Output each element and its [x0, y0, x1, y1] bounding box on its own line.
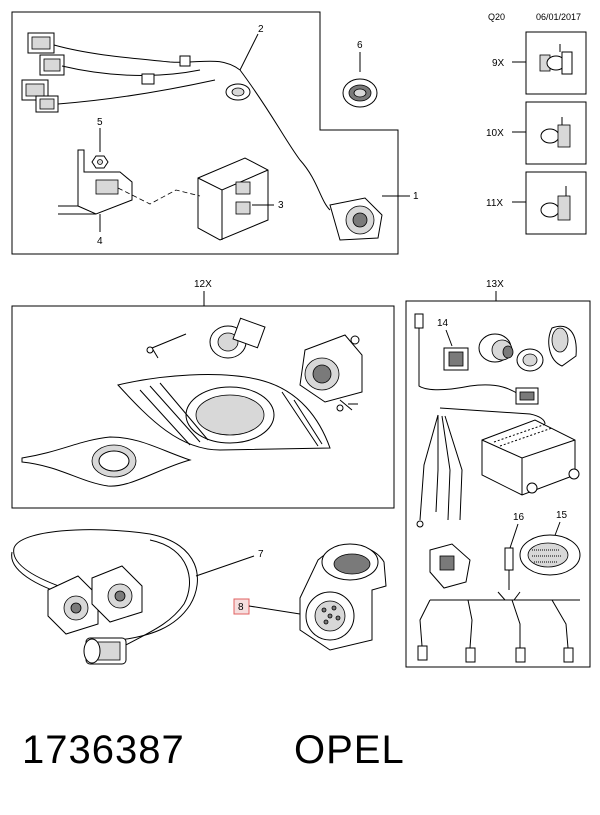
sensor-connector-icon — [443, 347, 469, 371]
bulb-h7-icon — [540, 117, 571, 148]
bulb-holder-icon — [209, 317, 266, 359]
bulb-h11-icon — [540, 186, 571, 221]
nut-icon — [91, 155, 109, 169]
adapter-socket-2-icon — [91, 565, 143, 623]
bulb-box-10x: 10X — [486, 101, 587, 165]
fog-lamp-icon — [299, 334, 363, 412]
callout-8: 8 — [238, 602, 244, 613]
panel-parking-sensor-kit: 13X 14 — [405, 279, 591, 668]
mounting-bracket-icon — [58, 149, 133, 215]
callout-15: 15 — [556, 510, 568, 521]
callout-12x: 12X — [194, 279, 212, 290]
panel-wiring-harness: 2 3 5 4 1 — [11, 11, 419, 255]
callout-10x: 10X — [486, 128, 504, 139]
wire-bracket-icon — [429, 543, 471, 589]
fog-lamp-bezel-icon — [117, 374, 331, 451]
callout-2: 2 — [258, 24, 264, 35]
sensor-holder-icon — [548, 325, 577, 367]
sensor-plug-row-icon — [417, 645, 574, 663]
callout-7: 7 — [258, 549, 264, 560]
control-module-icon — [197, 157, 269, 241]
header-date: 06/01/2017 — [536, 12, 581, 22]
parking-control-unit-icon — [481, 419, 580, 496]
harness-connector-group-icon — [21, 32, 65, 113]
callout-16: 16 — [513, 512, 525, 523]
inline-connector-icon — [504, 547, 514, 590]
callout-1: 1 — [413, 191, 419, 202]
adapter-socket-icon — [47, 575, 99, 635]
trailer-socket-13pin: 8 — [233, 543, 387, 651]
callout-11x: 11X — [486, 198, 503, 209]
fog-lamp-trim-ring-icon — [21, 436, 192, 487]
footer-brand: OPEL — [294, 728, 405, 772]
adapter-cable-assembly: 7 — [11, 529, 264, 665]
bulb-box-11x: 11X — [486, 171, 587, 235]
header-code: Q20 — [488, 12, 505, 22]
callout-3: 3 — [278, 200, 284, 211]
panel-fog-lamp-kit: 12X — [11, 279, 395, 509]
sensor-ring-icon — [516, 348, 544, 372]
callout-4: 4 — [97, 236, 103, 247]
callout-5: 5 — [97, 117, 103, 128]
parking-sensor-icon — [478, 333, 514, 363]
callout-14: 14 — [437, 318, 449, 329]
footer-part-number: 1736387 — [22, 728, 185, 772]
bulb-box-9x: 9X — [492, 31, 587, 95]
callout-13x: 13X — [486, 279, 504, 290]
callout-6: 6 — [357, 40, 363, 51]
adapter-plug-icon — [83, 637, 127, 665]
sensor-mesh-cover-icon — [519, 534, 581, 576]
bulb-h4-icon — [539, 44, 573, 75]
callout-9x: 9X — [492, 58, 505, 69]
grommet-icon: 6 — [342, 40, 378, 108]
thirteen-pin-socket-icon — [299, 543, 387, 651]
trailer-socket-icon — [329, 197, 383, 241]
